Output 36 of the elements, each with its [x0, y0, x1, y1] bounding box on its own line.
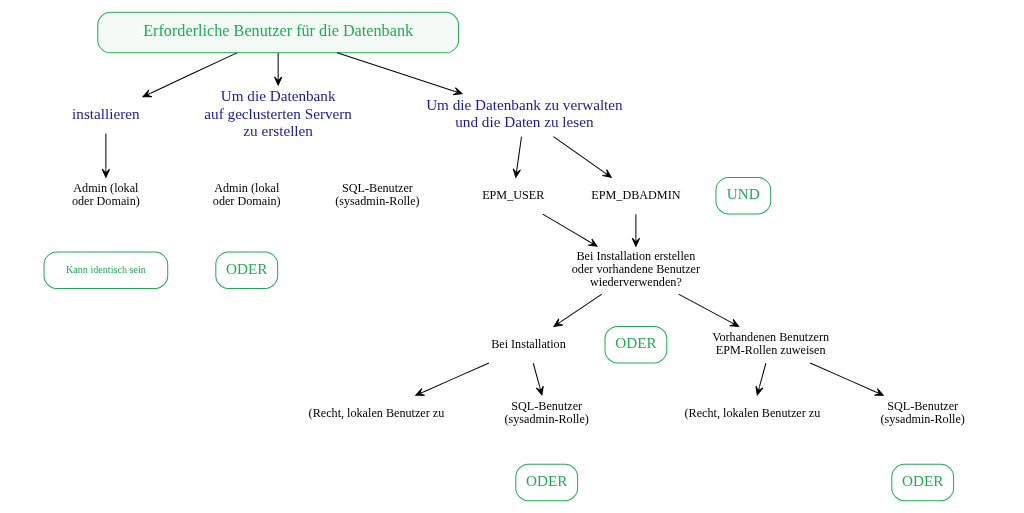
node-text: SQL-Benutzer (sysadmin-Rolle) [335, 181, 420, 209]
node-text: SQL-Benutzer (sysadmin-Rolle) [880, 399, 965, 427]
node-text: Vorhandenen Benutzern EPM-Rollen zuweisen [712, 330, 830, 358]
arrow [142, 52, 238, 98]
arrow [552, 136, 612, 178]
node-box: Kann identisch sein [43, 251, 169, 289]
node-text: Bei Installation [491, 336, 566, 351]
arrow [553, 293, 603, 327]
node-box: ODER [604, 325, 668, 364]
arrow [274, 52, 283, 86]
arrow [755, 362, 767, 396]
node-text: EPM_DBADMIN [591, 187, 681, 202]
node-box: ODER [891, 463, 955, 502]
node-text: SQL-Benutzer (sysadmin-Rolle) [504, 399, 589, 427]
arrow [678, 293, 740, 327]
node-text: (Recht, lokalen Benutzer zu [684, 405, 821, 420]
arrow [542, 213, 598, 247]
node-text: installieren [72, 104, 140, 122]
arrow [512, 136, 522, 178]
node-box: UND [715, 176, 772, 215]
node-text: Admin (lokal oder Domain) [71, 181, 140, 209]
node-text: Bei Installation erstellen oder vorhandene Benutzer wiederverwenden? [571, 249, 701, 290]
arrow [631, 213, 641, 247]
node-text: Um die Datenbank auf geclusterten Servern zu erstellen [204, 87, 352, 139]
arrow [532, 362, 544, 396]
node-box: ODER [215, 251, 279, 289]
arrow [809, 362, 884, 396]
arrow [415, 362, 490, 396]
arrow [101, 133, 111, 178]
node-box: Erforderliche Benutzer für die Datenbank [97, 11, 460, 54]
arrow [336, 52, 463, 96]
node-box: ODER [515, 463, 579, 502]
node-text: Admin (lokal oder Domain) [212, 181, 281, 209]
node-text: Um die Datenbank zu verwalten und die Daten zu lesen [426, 96, 623, 131]
node-text: (Recht, lokalen Benutzer zu [308, 405, 445, 420]
node-text: EPM_USER [482, 187, 545, 202]
